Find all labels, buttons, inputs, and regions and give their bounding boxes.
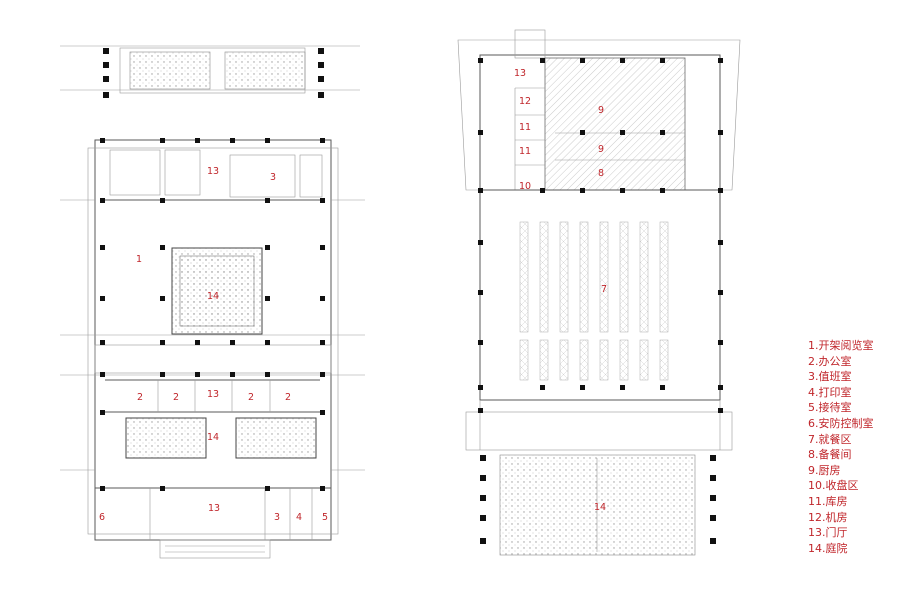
room-label: 10 bbox=[519, 181, 531, 192]
legend-item-lobby: 13.门厅 bbox=[808, 526, 848, 540]
room-label: 2 bbox=[137, 392, 143, 403]
room-label: 2 bbox=[285, 392, 291, 403]
dining-tables bbox=[519, 221, 669, 381]
room-label: 13 bbox=[208, 503, 220, 514]
legend-item-pantry: 8.备餐间 bbox=[808, 448, 852, 462]
room-label: 13 bbox=[207, 389, 219, 400]
room-label: 14 bbox=[594, 502, 606, 513]
room-label: 4 bbox=[296, 512, 302, 523]
legend-item-duty-room: 3.值班室 bbox=[808, 370, 852, 384]
room-label: 2 bbox=[248, 392, 254, 403]
legend-item-reading-room: 1.开架阅览室 bbox=[808, 339, 874, 352]
plan-left: 13 3 1 14 2 2 13 2 2 14 6 13 3 4 5 bbox=[60, 45, 365, 559]
room-label: 9 bbox=[598, 105, 604, 116]
room-label: 3 bbox=[270, 172, 276, 183]
legend-item-office: 2.办公室 bbox=[808, 354, 852, 368]
legend-item-tray-return: 10.收盘区 bbox=[808, 479, 859, 493]
room-label: 12 bbox=[519, 96, 531, 107]
room-label: 8 bbox=[598, 168, 604, 179]
legend-item-courtyard: 14.庭院 bbox=[808, 541, 848, 555]
room-label: 9 bbox=[598, 144, 604, 155]
room-label: 5 bbox=[322, 512, 328, 523]
room-label: 6 bbox=[99, 512, 105, 523]
legend-item-storage: 11.库房 bbox=[808, 494, 848, 508]
room-label: 2 bbox=[173, 392, 179, 403]
plan-right: 13 12 9 11 9 11 8 10 7 14 bbox=[457, 29, 741, 556]
legend-item-machine-room: 12.机房 bbox=[808, 510, 848, 524]
legend-item-print-room: 4.打印室 bbox=[808, 385, 852, 399]
legend-item-kitchen: 9.厨房 bbox=[808, 463, 841, 477]
legend: 1.开架阅览室 2.办公室 3.值班室 4.打印室 5.接待室 6.安防控制室 … bbox=[808, 338, 908, 556]
legend-item-reception: 5.接待室 bbox=[808, 401, 852, 415]
room-label: 13 bbox=[207, 166, 219, 177]
room-label: 3 bbox=[274, 512, 280, 523]
room-label: 11 bbox=[519, 146, 531, 157]
room-label: 13 bbox=[514, 68, 526, 79]
room-label: 1 bbox=[136, 254, 142, 265]
room-label: 14 bbox=[207, 291, 219, 302]
legend-item-dining-area: 7.就餐区 bbox=[808, 432, 852, 446]
legend-item-security-control: 6.安防控制室 bbox=[808, 416, 874, 430]
room-label: 7 bbox=[601, 284, 607, 295]
room-label: 11 bbox=[519, 122, 531, 133]
room-label: 14 bbox=[207, 432, 219, 443]
